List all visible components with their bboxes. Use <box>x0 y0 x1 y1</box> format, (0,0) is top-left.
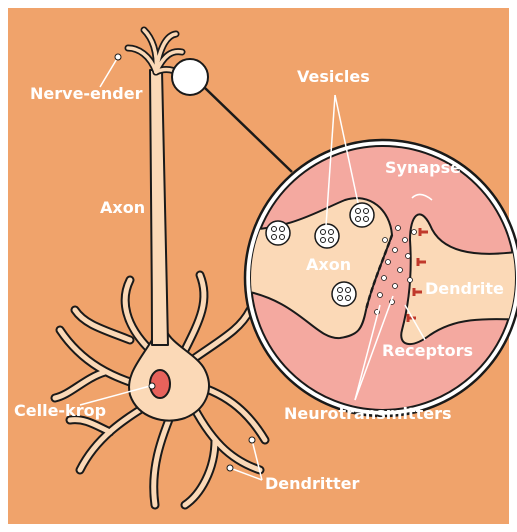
label-dendrite: Dendrite <box>425 279 504 298</box>
label-neurotransmitters: Neurotransmitters <box>284 404 451 423</box>
label-nerve-ender: Nerve-ender <box>30 84 143 103</box>
vesicle <box>350 203 374 227</box>
vesicle <box>266 221 290 245</box>
label-axon-inset: Axon <box>306 255 351 274</box>
vesicle <box>332 282 356 306</box>
label-dendritter: Dendritter <box>265 474 360 493</box>
label-axon: Axon <box>100 198 145 217</box>
label-receptors: Receptors <box>382 341 473 360</box>
label-vesicles: Vesicles <box>297 67 370 86</box>
label-celle-krop: Celle-krop <box>14 401 106 420</box>
vesicle <box>315 224 339 248</box>
zoom-focus-circle <box>172 59 208 95</box>
label-synapse: Synapse <box>385 158 461 177</box>
